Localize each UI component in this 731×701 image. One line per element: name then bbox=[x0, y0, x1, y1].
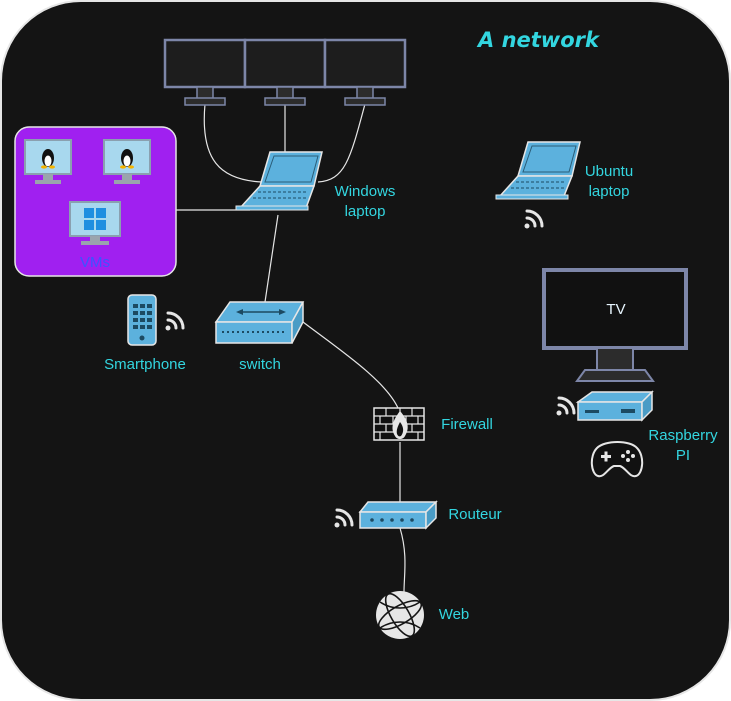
wifi-icon bbox=[556, 396, 576, 416]
switch-icon bbox=[214, 301, 305, 344]
diagram-title: A network bbox=[478, 28, 599, 52]
tv-label: TV bbox=[606, 301, 626, 318]
linux-vm-icon bbox=[103, 139, 151, 184]
router-icon bbox=[358, 500, 438, 530]
web-label: Web bbox=[438, 606, 470, 623]
link-switch-firewall bbox=[302, 321, 399, 409]
windows-vm-icon bbox=[69, 201, 121, 245]
ubuntu-laptop-label: Ubuntu laptop bbox=[584, 163, 634, 200]
raspberry-pi-label: Raspberry PI bbox=[648, 427, 718, 464]
monitor-icon bbox=[243, 38, 327, 106]
wifi-icon bbox=[334, 508, 354, 528]
link-router-web bbox=[399, 527, 406, 593]
router-label: Routeur bbox=[448, 506, 502, 523]
tv-icon bbox=[542, 268, 688, 382]
globe-icon bbox=[376, 591, 424, 639]
monitor-icon bbox=[323, 38, 407, 106]
links bbox=[176, 103, 406, 593]
link-monitor3-laptop bbox=[317, 103, 366, 183]
smartphone-icon bbox=[127, 294, 157, 346]
wifi-icon bbox=[165, 311, 185, 331]
linux-vm-icon bbox=[24, 139, 72, 184]
monitor-array bbox=[163, 38, 407, 106]
laptop-icon bbox=[495, 141, 581, 200]
wifi-icon bbox=[524, 209, 544, 229]
link-monitor1-laptop bbox=[203, 103, 263, 183]
firewall-icon bbox=[373, 407, 425, 441]
vms-group bbox=[14, 126, 177, 277]
link-laptop-switch bbox=[264, 214, 279, 303]
monitor-icon bbox=[163, 38, 247, 106]
windows-laptop-label: Windows laptop bbox=[334, 183, 396, 220]
firewall-label: Firewall bbox=[441, 416, 493, 433]
smartphone-label: Smartphone bbox=[104, 356, 186, 373]
switch-label: switch bbox=[239, 356, 281, 373]
vms-label: VMs bbox=[80, 254, 110, 271]
laptop-icon bbox=[235, 151, 323, 211]
mini-pc-icon bbox=[575, 390, 654, 422]
gamepad-icon bbox=[590, 441, 644, 478]
